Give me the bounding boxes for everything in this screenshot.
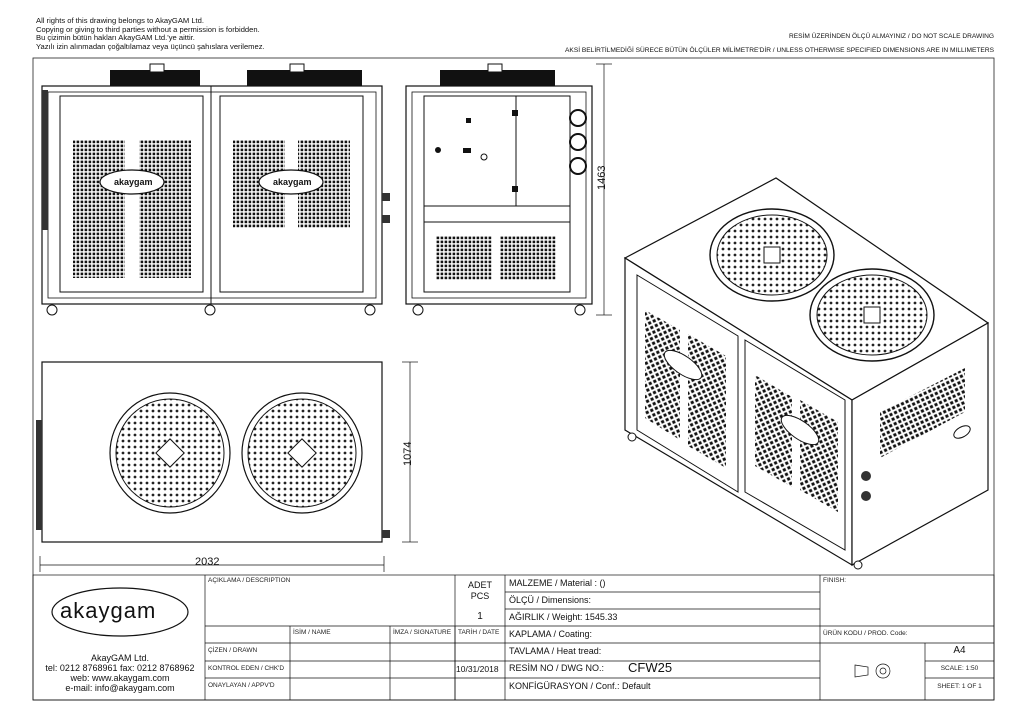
sheet-number: SHEET: 1 OF 1 [937,683,982,690]
dwg-no-value: CFW25 [628,660,673,675]
units-note: AKSİ BELİRTİLMEDİĞİ SÜRECE BÜTÜN ÖLÇÜLER… [565,47,994,54]
copyright-notice: All rights of this drawing belongs to Ak… [36,16,265,51]
row-approved: ONAYLAYAN / APPV'D [208,682,275,689]
qty-label-tr: ADET [467,580,492,590]
col-name: İSİM / NAME [293,629,331,636]
dimensions-field: ÖLÇÜ / Dimensions: [509,595,592,605]
finish-label: FINISH: [823,577,847,584]
col-signature: İMZA / SIGNATURE [393,629,452,636]
material-field: MALZEME / Material : () [509,578,606,588]
scale: SCALE: 1:50 [940,665,979,672]
company-contact: AkayGAM Ltd. tel: 0212 8768961 fax: 0212… [36,653,204,693]
copyright-line: Copying or giving to third parties witho… [36,24,260,34]
copyright-line: All rights of this drawing belongs to Ak… [36,16,204,25]
copyright-line: Yazılı izin alınmadan çoğaltılamaz veya … [36,41,265,51]
isometric-view [623,177,990,570]
dimension-height: 1463 [596,165,608,190]
company-logo: akaygam [60,598,157,623]
company-email: e-mail: info@akaygam.com [65,683,175,693]
scale-warning: RESİM ÜZERİNDEN ÖLÇÜ ALMAYINIZ / DO NOT … [788,33,994,40]
paper-size: A4 [953,645,966,656]
dwg-no-label: RESİM NO / DWG NO.: [509,663,605,673]
qty-label-en: PCS [470,591,490,601]
front-view [41,63,390,316]
company-web: web: www.akaygam.com [70,673,170,683]
brand-badge-right: akaygam [273,177,312,187]
side-view [405,63,612,316]
config-field: KONFİGÜRASYON / Conf.: Default [509,681,651,691]
row-drawn: ÇİZEN / DRAWN [208,647,258,654]
weight-field: AĞIRLIK / Weight: 1545.33 [509,612,618,622]
description-label: AÇIKLAMA / DESCRIPTION [208,577,291,584]
date-value: 10/31/2018 [456,664,499,674]
col-date: TARİH / DATE [458,629,500,636]
heat-tread-field: TAVLAMA / Heat tread: [509,646,602,656]
prod-code-label: ÜRÜN KODU / PROD. Code: [823,630,908,637]
dimension-width: 2032 [195,556,220,568]
row-checked: KONTROL EDEN / CHK'D [208,665,285,672]
coating-field: KAPLAMA / Coating: [509,629,593,639]
company-phone: tel: 0212 8768961 fax: 0212 8768962 [45,663,195,673]
brand-badge-left: akaygam [114,177,153,187]
top-view [36,361,418,572]
copyright-line: Bu çizimin bütün hakları AkayGAM Ltd.'ye… [36,33,195,43]
company-name: AkayGAM Ltd. [90,653,150,663]
dimension-depth: 1074 [402,441,414,466]
title-block [32,574,995,701]
qty-value: 1 [477,611,483,622]
